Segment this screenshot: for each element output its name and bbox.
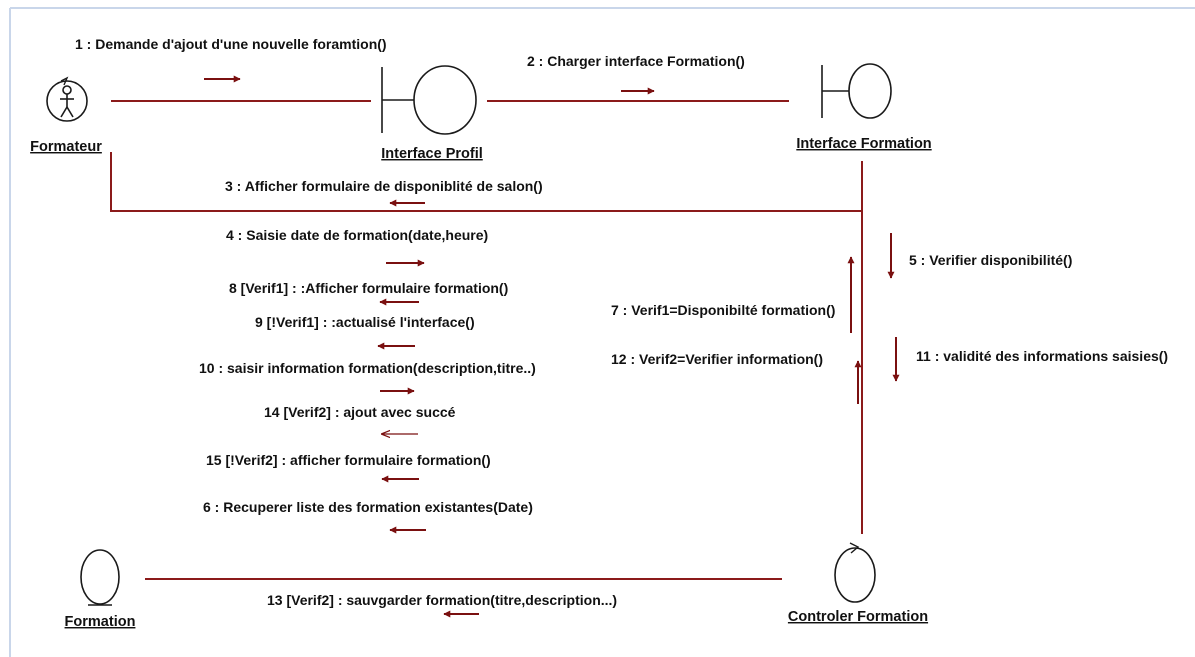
message-arrows bbox=[204, 75, 900, 618]
link-formateur-interface-formation bbox=[110, 152, 863, 212]
boundary-interface-profil-icon bbox=[381, 65, 477, 135]
control-controler-formation-icon bbox=[834, 542, 876, 603]
entity-formation-icon bbox=[80, 549, 120, 606]
message-9: 9 [!Verif1] : :actualisé l'interface() bbox=[255, 314, 475, 330]
label-controler-formation: Controler Formation bbox=[788, 609, 928, 625]
label-formation: Formation bbox=[65, 614, 136, 630]
message-14: 14 [Verif2] : ajout avec succé bbox=[264, 404, 456, 420]
message-13: 13 [Verif2] : sauvgarder formation(titre… bbox=[267, 592, 617, 608]
message-8: 8 [Verif1] : :Afficher formulaire format… bbox=[229, 280, 508, 296]
message-10: 10 : saisir information formation(descri… bbox=[199, 360, 536, 376]
boundary-interface-formation-icon bbox=[821, 63, 892, 119]
message-3: 3 : Afficher formulaire de disponiblité … bbox=[225, 178, 543, 194]
actor-formateur-icon bbox=[46, 76, 88, 122]
message-6: 6 : Recuperer liste des formation exista… bbox=[203, 499, 533, 515]
message-7: 7 : Verif1=Disponibilté formation() bbox=[611, 302, 835, 318]
message-15: 15 [!Verif2] : afficher formulaire forma… bbox=[206, 452, 491, 468]
message-12: 12 : Verif2=Verifier information() bbox=[611, 351, 823, 367]
label-formateur: Formateur bbox=[30, 139, 102, 155]
message-4: 4 : Saisie date de formation(date,heure) bbox=[226, 227, 488, 243]
label-interface-formation: Interface Formation bbox=[796, 136, 931, 152]
label-interface-profil: Interface Profil bbox=[381, 146, 483, 162]
message-1: 1 : Demande d'ajout d'une nouvelle foram… bbox=[75, 36, 387, 52]
message-11: 11 : validité des informations saisies() bbox=[916, 348, 1168, 364]
links bbox=[110, 100, 863, 580]
message-5: 5 : Verifier disponibilité() bbox=[909, 252, 1072, 268]
message-2: 2 : Charger interface Formation() bbox=[527, 53, 745, 69]
